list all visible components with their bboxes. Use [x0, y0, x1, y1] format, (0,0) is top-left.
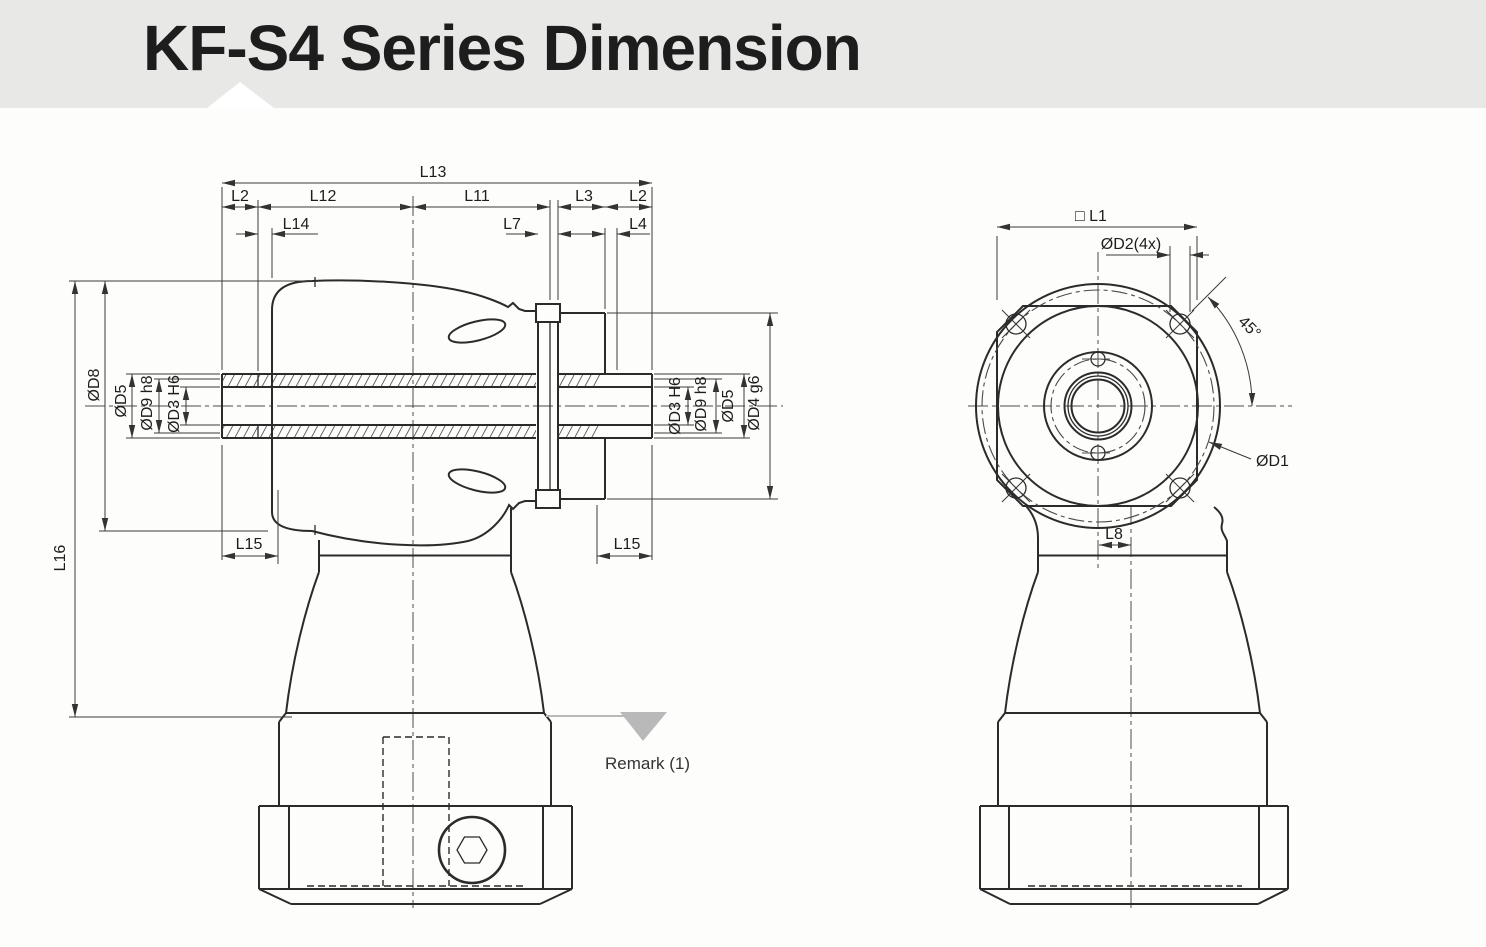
front-view-labels: □ L1 ØD2(4x) 45° ØD1 L8: [1075, 208, 1289, 543]
front-view: □ L1 ØD2(4x) 45° ØD1 L8: [968, 208, 1292, 908]
dim-label-l7: L7: [503, 216, 521, 233]
dim-label-l2-left: L2: [231, 188, 249, 205]
side-view-centerlines: [85, 196, 783, 908]
front-view-centerlines: [968, 252, 1292, 908]
dim-label-d1: ØD1: [1256, 453, 1289, 470]
dim-label-l14: L14: [283, 216, 310, 233]
dim-label-l11: L11: [464, 188, 490, 205]
dim-label-l2-right: L2: [629, 188, 647, 205]
page-title: KF-S4 Series Dimension: [143, 12, 861, 84]
flange-face: [975, 283, 1221, 529]
hollow-shaft: [221, 373, 653, 439]
dia-label-d4: ØD4 g6: [746, 375, 763, 430]
remark-text: Remark (1): [605, 754, 690, 773]
dim-label-l4: L4: [629, 216, 647, 233]
dim-label-l12: L12: [310, 188, 337, 205]
remark-annotation: Remark (1): [546, 712, 690, 773]
dim-label-l3: L3: [575, 188, 593, 205]
dia-label-d3-right: ØD3 H6: [667, 377, 684, 435]
dim-label-l15-right: L15: [614, 536, 641, 553]
header-band: KF-S4 Series Dimension: [0, 0, 1486, 108]
dim-label-l13: L13: [420, 164, 447, 181]
dia-label-d8: ØD8: [86, 368, 103, 401]
front-lower-housing: [979, 505, 1289, 905]
header-notch: [207, 82, 274, 108]
dia-label-d3-left: ØD3 H6: [166, 375, 183, 433]
dim-label-l15-left: L15: [236, 536, 263, 553]
side-view-extension-lines: [69, 187, 778, 718]
dia-label-d5-right: ØD5: [720, 389, 737, 422]
dia-label-d9-left: ØD9 h8: [139, 375, 156, 430]
dim-label-l16: L16: [52, 545, 69, 572]
dim-label-l1: □ L1: [1075, 208, 1107, 225]
dia-label-d9-right: ØD9 h8: [693, 376, 710, 431]
dim-label-45deg: 45°: [1235, 313, 1264, 342]
side-view-labels: L13 L2 L12 L11 L3 L2 L14 L7 L4 L15 L15 L…: [52, 164, 763, 571]
remark-triangle-icon: [620, 712, 667, 741]
side-view: L13 L2 L12 L11 L3 L2 L14 L7 L4 L15 L15 L…: [52, 164, 783, 908]
front-view-dimension-lines: [996, 223, 1256, 549]
dia-label-d5-left: ØD5: [113, 384, 130, 417]
dim-label-d2: ØD2(4x): [1101, 236, 1161, 253]
dim-label-l8: L8: [1105, 526, 1123, 543]
bolt-holes: [1001, 309, 1195, 503]
gear-housing: [271, 277, 606, 547]
side-view-dimension-lines: [71, 179, 774, 717]
hex-screw-icon: [437, 815, 507, 885]
lower-housing: [258, 508, 573, 905]
